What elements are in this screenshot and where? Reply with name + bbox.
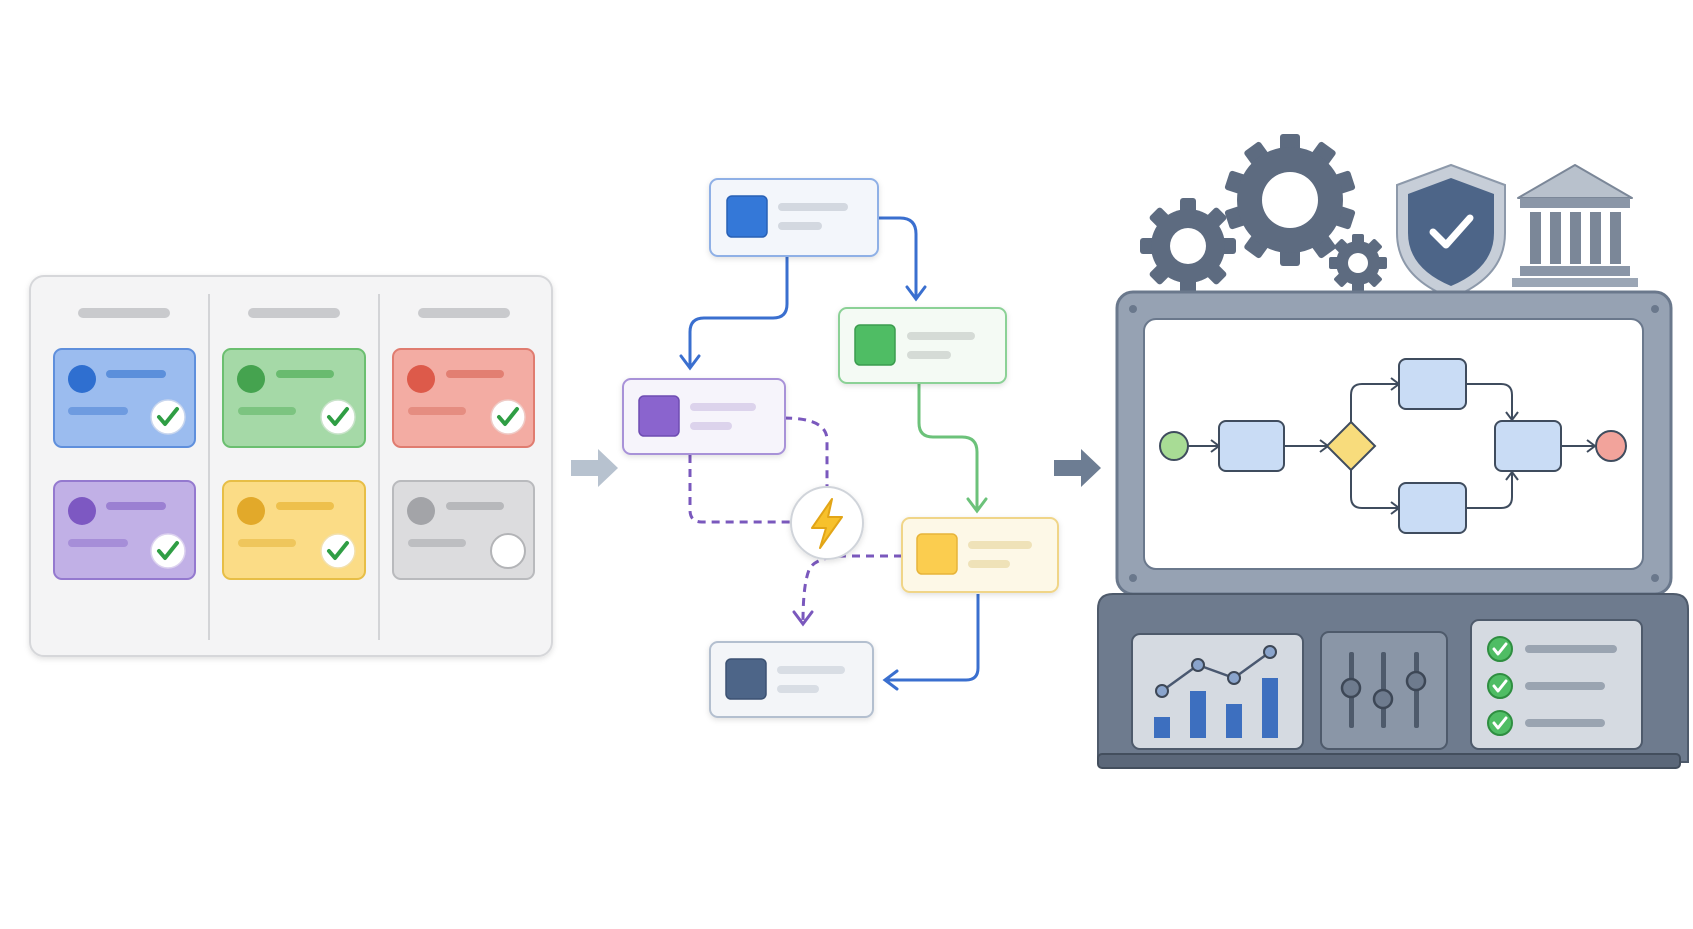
- check-icon: [320, 533, 356, 569]
- chart-line: [1161, 650, 1271, 693]
- shield-check-icon: [1396, 163, 1506, 300]
- check-icon: [1487, 636, 1513, 662]
- card-avatar: [68, 497, 96, 525]
- check-icon: [150, 533, 186, 569]
- column-header-placeholder: [248, 308, 340, 318]
- chart-bar: [1154, 717, 1170, 738]
- chart-point: [1227, 671, 1241, 685]
- task-card[interactable]: [392, 480, 535, 580]
- chart-bar: [1262, 678, 1278, 738]
- chart-point: [1155, 684, 1169, 698]
- process-task: [1398, 482, 1467, 534]
- dashed-connector: [688, 455, 793, 524]
- card-avatar: [68, 365, 96, 393]
- check-icon: [1487, 673, 1513, 699]
- task-card[interactable]: [53, 480, 196, 580]
- card-avatar: [237, 497, 265, 525]
- connector: [688, 257, 789, 366]
- connector: [886, 594, 980, 682]
- slider-knob[interactable]: [1372, 688, 1394, 710]
- workflow-diagram: [622, 178, 1059, 718]
- arrow-right-icon: [571, 449, 618, 487]
- chart-point: [1191, 658, 1205, 672]
- task-card[interactable]: [222, 348, 366, 448]
- platform-machine: [1097, 134, 1689, 769]
- gear-icon: [1224, 134, 1356, 266]
- column-header-placeholder: [78, 308, 170, 318]
- check-icon: [150, 399, 186, 435]
- workflow-node[interactable]: [709, 641, 874, 718]
- empty-checkbox-icon[interactable]: [490, 533, 526, 569]
- decision-gateway: [1325, 420, 1377, 472]
- task-card[interactable]: [392, 348, 535, 448]
- check-icon: [490, 399, 526, 435]
- check-icon: [320, 399, 356, 435]
- process-screen: [1143, 318, 1644, 570]
- analytics-chart-panel[interactable]: [1131, 633, 1304, 750]
- start-event: [1159, 431, 1189, 461]
- sliders-control-panel[interactable]: [1320, 631, 1448, 750]
- process-task: [1494, 420, 1562, 472]
- process-task: [1398, 358, 1467, 410]
- card-avatar: [407, 497, 435, 525]
- process-task: [1218, 420, 1285, 472]
- workflow-node[interactable]: [901, 517, 1059, 593]
- workflow-node[interactable]: [709, 178, 879, 257]
- slider-knob[interactable]: [1340, 677, 1362, 699]
- connector: [917, 384, 979, 509]
- mini-chart: [1154, 645, 1278, 738]
- end-event: [1595, 430, 1627, 462]
- kanban-board: [29, 275, 553, 657]
- lightning-bolt-icon[interactable]: [790, 486, 864, 560]
- gear-icon: [1329, 234, 1387, 292]
- gear-icon: [1140, 198, 1236, 294]
- chart-point: [1263, 645, 1277, 659]
- column-header-placeholder: [418, 308, 510, 318]
- arrow-right-icon: [1054, 449, 1101, 487]
- task-card[interactable]: [222, 480, 366, 580]
- card-avatar: [407, 365, 435, 393]
- workflow-node[interactable]: [838, 307, 1007, 384]
- chart-bar: [1190, 691, 1206, 738]
- task-card[interactable]: [53, 348, 196, 448]
- chart-bar: [1226, 704, 1242, 738]
- slider-knob[interactable]: [1405, 670, 1427, 692]
- dashed-connector: [783, 416, 829, 486]
- dashed-connector: [801, 554, 902, 623]
- workflow-node[interactable]: [622, 378, 786, 455]
- connector: [878, 216, 918, 297]
- bank-building-icon: [1512, 164, 1638, 287]
- card-avatar: [237, 365, 265, 393]
- checklist-panel[interactable]: [1470, 619, 1643, 750]
- check-icon: [1487, 710, 1513, 736]
